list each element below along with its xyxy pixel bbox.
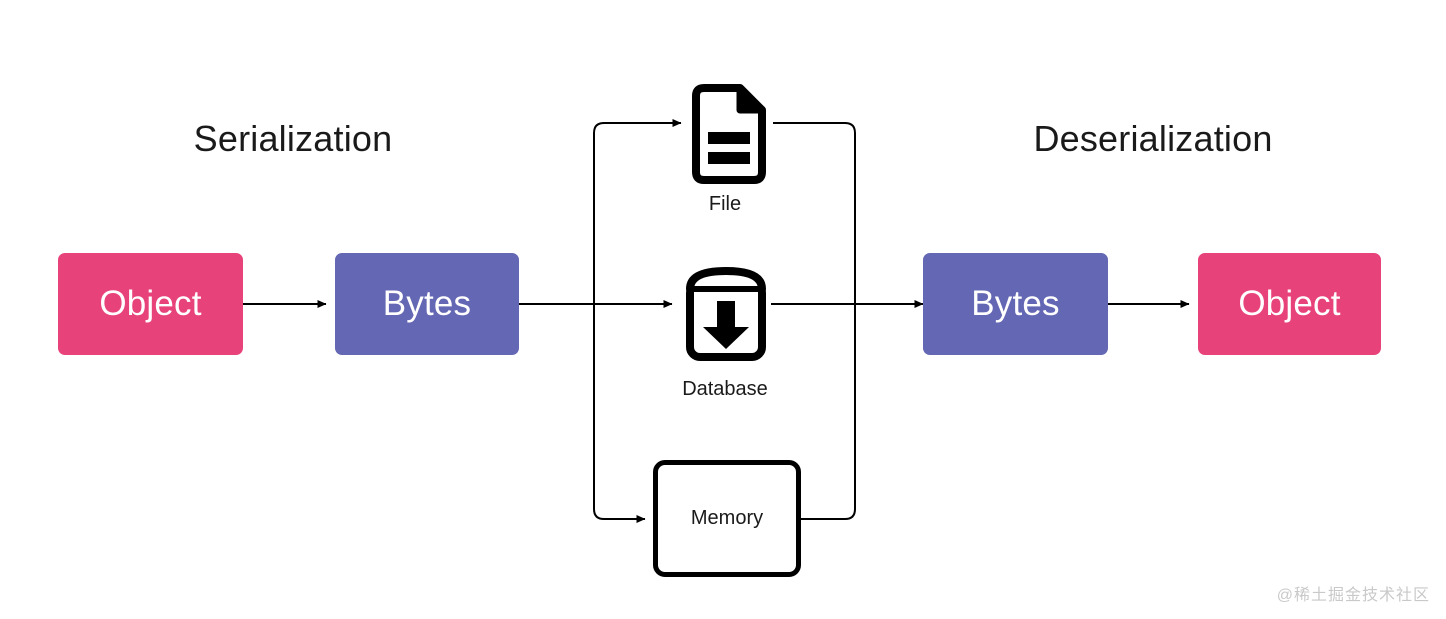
node-object-left[interactable]: Object (58, 253, 243, 355)
file-icon-wrapper[interactable] (688, 84, 766, 184)
memory-node[interactable]: Memory (653, 460, 801, 577)
document-icon (692, 84, 766, 184)
watermark: @稀土掘金技术社区 (1276, 587, 1430, 604)
branch-trunk-to-memory (593, 304, 646, 523)
node-object-right[interactable]: Object (1198, 253, 1381, 355)
storage-label-database: Database (682, 378, 768, 400)
node-bytes-right[interactable]: Bytes (923, 253, 1108, 355)
branch-trunk-to-file (593, 119, 682, 304)
storage-label-file: File (708, 193, 742, 215)
line-file-to-collector (773, 122, 856, 304)
storage-label-memory: Memory (690, 507, 764, 529)
section-title-serialization: Serialization (193, 118, 393, 159)
database-icon-wrapper[interactable] (681, 265, 771, 363)
node-bytes-left[interactable]: Bytes (335, 253, 519, 355)
archive-download-icon (686, 266, 766, 361)
line-memory-to-collector (801, 304, 856, 520)
section-title-deserialization: Deserialization (1033, 118, 1273, 159)
